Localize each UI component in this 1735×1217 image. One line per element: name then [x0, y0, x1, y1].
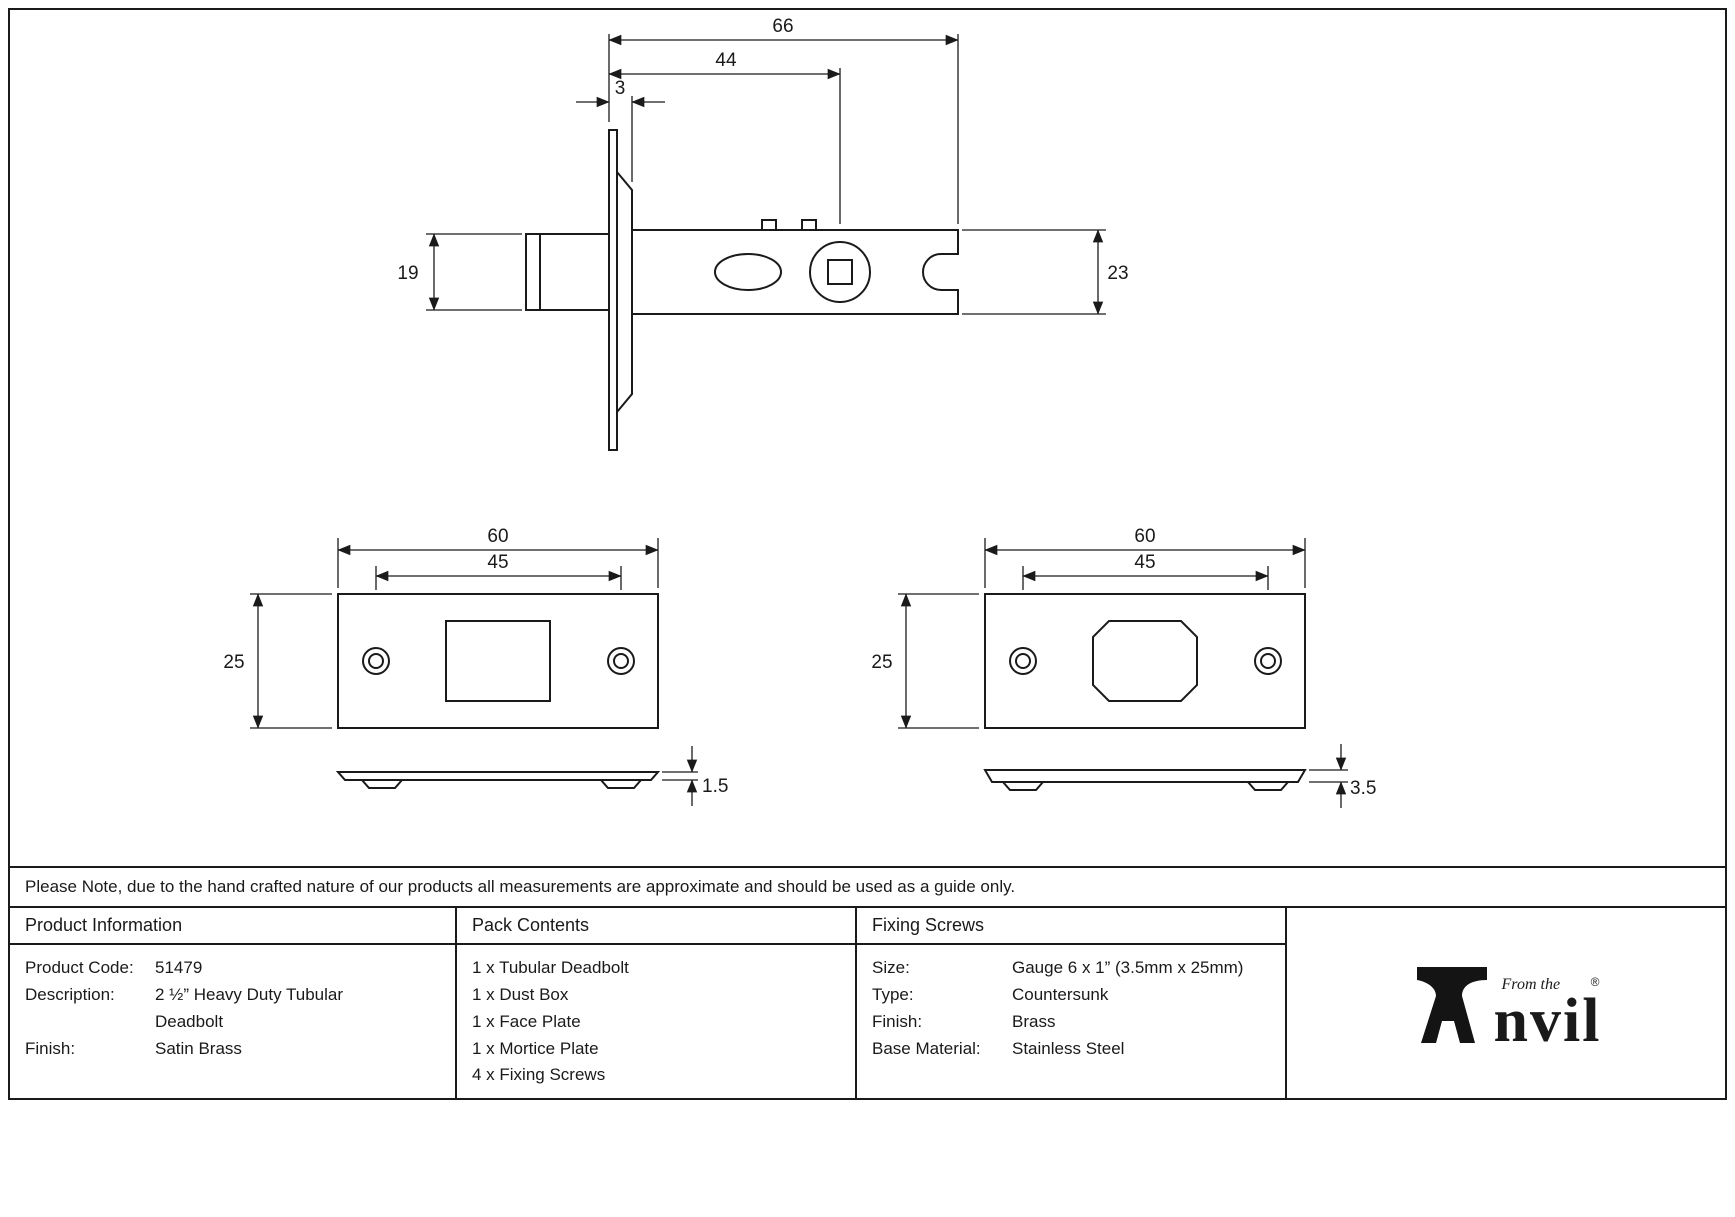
logo-brand-text: nvil [1493, 987, 1602, 1056]
product-information-column: Product Information Product Code: 51479 … [10, 908, 457, 1098]
latch-case [631, 229, 959, 315]
logo-top-row: From the ® [1494, 975, 1602, 996]
screw-hole-inner [613, 653, 629, 669]
countersink-bump [1000, 781, 1046, 791]
anvil-logo-icon [1416, 967, 1487, 1043]
screw-type-value: Countersunk [1012, 984, 1109, 1004]
dim-morticeplate-thickness: 3.5 [1350, 778, 1376, 799]
logo-registered-mark: ® [1590, 975, 1600, 990]
product-information-header: Product Information [10, 908, 455, 945]
screw-finish-label: Finish: [872, 1011, 923, 1031]
dim-faceplate-width: 60 [487, 526, 508, 547]
face-plate-bolt-opening [445, 620, 551, 702]
dim-main-plate-thickness: 3 [615, 78, 626, 99]
finish-label: Finish: [25, 1038, 76, 1058]
screw-size-row: Size: Gauge 6 x 1” (3.5mm x 25mm) [872, 955, 1270, 982]
dim-main-length: 66 [772, 16, 793, 37]
logo-tagline: From the [1501, 976, 1561, 994]
pack-contents-header: Pack Contents [457, 908, 855, 945]
face-plate-edge [608, 129, 618, 451]
note-bar: Please Note, due to the hand crafted nat… [10, 866, 1725, 906]
finish-row: Finish: Satin Brass [25, 1036, 440, 1063]
screw-base-material-row: Base Material: Stainless Steel [872, 1036, 1270, 1063]
brand-column: From the ® nvil [1287, 908, 1725, 1098]
dim-morticeplate-height: 25 [871, 652, 892, 673]
screw-hole-inner [1015, 653, 1031, 669]
finish-value: Satin Brass [155, 1038, 242, 1058]
fixing-screws-column: Fixing Screws Size: Gauge 6 x 1” (3.5mm … [857, 908, 1287, 1098]
dim-morticeplate-screw-centres: 45 [1134, 552, 1155, 573]
screw-size-value: Gauge 6 x 1” (3.5mm x 25mm) [1012, 958, 1244, 977]
description-value: 2 ½” Heavy Duty Tubular Deadbolt [155, 984, 344, 1031]
screw-type-label: Type: [872, 984, 914, 1004]
logo-wordmark: From the ® nvil [1493, 975, 1602, 1056]
countersink-bump [359, 779, 405, 789]
plate-collar [616, 169, 633, 415]
dim-faceplate-height: 25 [223, 652, 244, 673]
product-code-label: Product Code: [25, 958, 134, 977]
screw-hole-inner [1260, 653, 1276, 669]
info-table: Product Information Product Code: 51479 … [10, 906, 1725, 1098]
screw-type-row: Type: Countersunk [872, 982, 1270, 1009]
dim-main-bolt-height: 19 [397, 263, 418, 284]
dim-faceplate-screw-centres: 45 [487, 552, 508, 573]
mortice-plate-opening [1092, 620, 1198, 702]
pack-item: 4 x Fixing Screws [472, 1065, 606, 1085]
pack-contents-column: Pack Contents 1 x Tubular Deadbolt 1 x D… [457, 908, 857, 1098]
fixing-screws-body: Size: Gauge 6 x 1” (3.5mm x 25mm) Type: … [857, 945, 1285, 1072]
dim-main-body-height: 23 [1107, 263, 1128, 284]
description-row: Description: 2 ½” Heavy Duty Tubular Dea… [25, 982, 440, 1036]
sheet-border: 66 44 3 19 [8, 8, 1727, 1100]
product-code-row: Product Code: 51479 [25, 955, 440, 982]
product-code-value: 51479 [155, 958, 203, 977]
note-text: Please Note, due to the hand crafted nat… [25, 877, 1016, 896]
description-label: Description: [25, 984, 115, 1004]
case-tab-right [801, 219, 817, 231]
fixing-screws-header: Fixing Screws [857, 908, 1285, 945]
drawing-area: 66 44 3 19 [10, 10, 1725, 866]
product-information-body: Product Code: 51479 Description: 2 ½” He… [10, 945, 455, 1072]
face-plate-front-view: 60 45 25 [223, 526, 728, 806]
screw-finish-row: Finish: Brass [872, 1009, 1270, 1036]
deadbolt-side-view: 66 44 3 19 [397, 16, 1129, 451]
case-tab-left [761, 219, 777, 231]
pack-item: 1 x Tubular Deadbolt [472, 958, 629, 977]
screw-base-material-value: Stainless Steel [1012, 1038, 1125, 1058]
face-plate-profile [335, 771, 661, 781]
dim-morticeplate-width: 60 [1134, 526, 1155, 547]
pack-item: 1 x Mortice Plate [472, 1038, 599, 1058]
countersink-bump [1245, 781, 1291, 791]
pack-item: 1 x Face Plate [472, 1011, 581, 1031]
dim-main-to-spindle: 44 [715, 50, 737, 71]
anvil-logo: From the ® nvil [1411, 959, 1602, 1056]
screw-finish-value: Brass [1012, 1011, 1056, 1031]
mortice-plate-profile [983, 769, 1307, 783]
screw-base-material-label: Base Material: [872, 1038, 981, 1058]
mortice-plate-front-view: 60 45 25 [871, 526, 1376, 808]
oval-hole [714, 253, 782, 291]
deadbolt-bolt [525, 233, 613, 311]
dim-faceplate-thickness: 1.5 [702, 776, 728, 797]
spindle-square [827, 259, 853, 285]
pack-contents-body: 1 x Tubular Deadbolt 1 x Dust Box 1 x Fa… [457, 945, 855, 1099]
technical-drawing: 66 44 3 19 [223, 16, 1376, 808]
screw-size-label: Size: [872, 958, 910, 977]
screw-hole-inner [368, 653, 384, 669]
pack-item: 1 x Dust Box [472, 984, 569, 1004]
countersink-bump [598, 779, 644, 789]
